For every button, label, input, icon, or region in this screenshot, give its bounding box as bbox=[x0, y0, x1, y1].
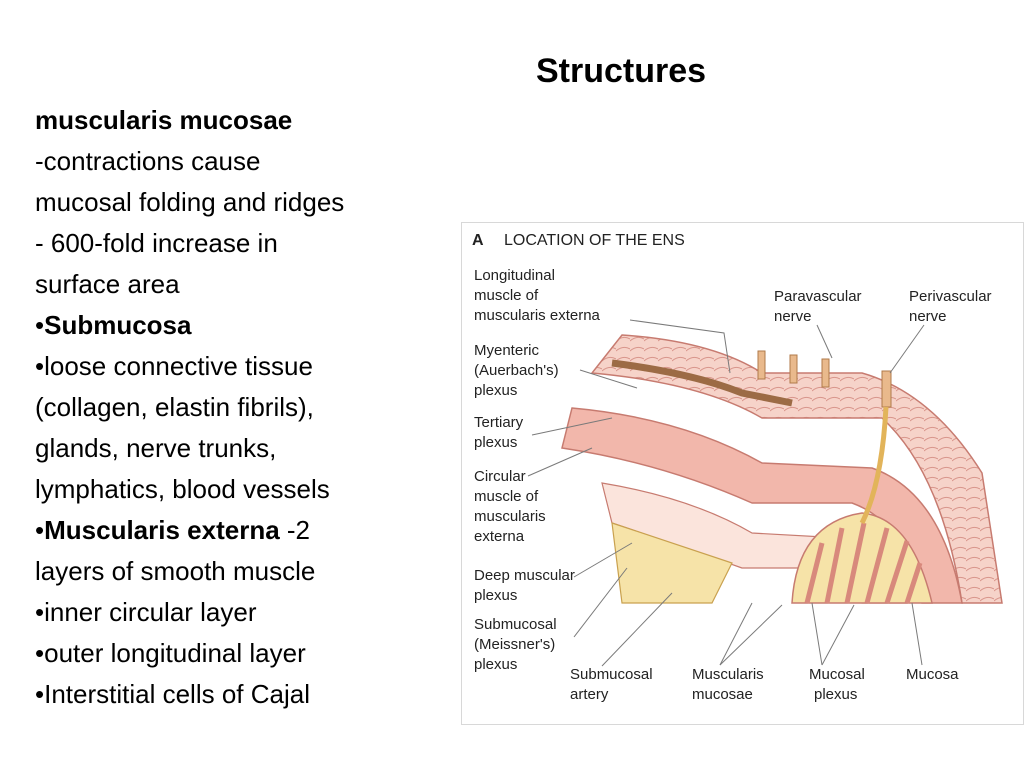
label-submucosal-artery: Submucosal artery bbox=[570, 666, 653, 703]
body-line-text: inner circular layer bbox=[44, 597, 257, 627]
bullet-glyph: • bbox=[35, 515, 45, 545]
figure-heading: LOCATION OF THE ENS bbox=[504, 232, 685, 249]
body-line-text: mucosal folding and ridges bbox=[35, 187, 345, 217]
label-line: muscle of bbox=[474, 287, 539, 304]
body-line: •Submucosa bbox=[35, 305, 455, 346]
label-line: Paravascular bbox=[774, 288, 862, 305]
label-line: (Meissner's) bbox=[474, 636, 555, 653]
label-line: muscularis externa bbox=[474, 307, 601, 324]
body-line-text: - 600-fold increase in bbox=[35, 228, 278, 258]
submucosal-plexus-layer bbox=[611, 522, 733, 604]
label-line: Mucosal bbox=[809, 666, 865, 683]
label-line: Submucosal bbox=[474, 616, 557, 633]
leader-lines bbox=[527, 319, 925, 667]
label-line: artery bbox=[570, 686, 609, 703]
body-line-text: -2 bbox=[279, 515, 311, 545]
body-line-text: (collagen, elastin fibrils), bbox=[35, 392, 314, 422]
body-line-bold: Muscularis externa bbox=[44, 515, 280, 545]
label-perivascular: Perivascular nerve bbox=[909, 288, 992, 325]
body-line-text: loose connective tissue bbox=[44, 351, 313, 381]
label-line: nerve bbox=[909, 308, 947, 325]
body-line-text: lymphatics, blood vessels bbox=[35, 474, 330, 504]
body-line-bold: Submucosa bbox=[44, 310, 192, 340]
body-line-text: glands, nerve trunks, bbox=[35, 433, 277, 463]
body-line: •Muscularis externa -2 bbox=[35, 510, 455, 551]
body-line: muscularis mucosae bbox=[35, 100, 455, 141]
label-mucosal-plexus: Mucosal plexus bbox=[809, 666, 865, 703]
body-line: •loose connective tissue bbox=[35, 346, 455, 387]
label-tertiary: Tertiary plexus bbox=[474, 414, 524, 451]
label-circular: Circular muscle of muscularis externa bbox=[474, 468, 546, 545]
body-line-bold: muscularis mucosae bbox=[35, 105, 293, 135]
label-line: plexus bbox=[474, 587, 517, 604]
mucosal-villi bbox=[804, 522, 923, 604]
bullet-glyph: • bbox=[35, 679, 45, 709]
body-line: (collagen, elastin fibrils), bbox=[35, 387, 455, 428]
label-line: externa bbox=[474, 528, 525, 545]
perivascular-nerve-trunk bbox=[859, 406, 889, 525]
label-muscularis-mucosae: Muscularis mucosae bbox=[692, 666, 764, 703]
label-line: plexus bbox=[474, 382, 517, 399]
label-deep-muscular: Deep muscular plexus bbox=[474, 567, 575, 604]
label-line: Mucosa bbox=[906, 666, 959, 683]
label-line: mucosae bbox=[692, 686, 753, 703]
body-line-text: outer longitudinal layer bbox=[44, 638, 306, 668]
body-line: lymphatics, blood vessels bbox=[35, 469, 455, 510]
label-line: Muscularis bbox=[692, 666, 764, 683]
body-line: •inner circular layer bbox=[35, 592, 455, 633]
label-line: Circular bbox=[474, 468, 526, 485]
label-line: nerve bbox=[774, 308, 812, 325]
bullet-glyph: • bbox=[35, 638, 45, 668]
label-line: muscle of bbox=[474, 488, 539, 505]
bullet-glyph: • bbox=[35, 597, 45, 627]
circular-muscle-layer bbox=[561, 407, 963, 604]
label-line: Submucosal bbox=[570, 666, 653, 683]
body-line: -contractions cause bbox=[35, 141, 455, 182]
label-mucosa: Mucosa bbox=[906, 666, 959, 683]
body-line: mucosal folding and ridges bbox=[35, 182, 455, 223]
label-myenteric: Myenteric (Auerbach's) plexus bbox=[474, 342, 559, 399]
body-line-text: layers of smooth muscle bbox=[35, 556, 316, 586]
slide-title: Structures bbox=[535, 52, 707, 90]
label-paravascular: Paravascular nerve bbox=[774, 288, 862, 325]
body-line: •outer longitudinal layer bbox=[35, 633, 455, 674]
ens-diagram: A LOCATION OF THE ENS Longitudinal muscl… bbox=[472, 232, 1003, 703]
slide-body-text: muscularis mucosae -contractions cause muc… bbox=[35, 100, 455, 715]
label-line: plexus bbox=[814, 686, 857, 703]
label-line: Tertiary bbox=[474, 414, 524, 431]
ens-location-figure: A LOCATION OF THE ENS Longitudinal muscl… bbox=[461, 222, 1024, 725]
myenteric-plexus-stripe bbox=[611, 359, 793, 407]
label-longitudinal: Longitudinal muscle of muscularis extern… bbox=[474, 267, 601, 324]
label-line: Perivascular bbox=[909, 288, 992, 305]
panel-letter: A bbox=[472, 232, 484, 249]
body-line: glands, nerve trunks, bbox=[35, 428, 455, 469]
body-line: surface area bbox=[35, 264, 455, 305]
paravascular-nerve-stubs bbox=[757, 350, 892, 408]
body-line-text: Interstitial cells of Cajal bbox=[44, 679, 310, 709]
body-line-text: surface area bbox=[35, 269, 180, 299]
label-line: Longitudinal bbox=[474, 267, 555, 284]
bullet-glyph: • bbox=[35, 351, 45, 381]
label-line: (Auerbach's) bbox=[474, 362, 559, 379]
label-submucosal: Submucosal (Meissner's) plexus bbox=[474, 616, 557, 673]
label-line: muscularis bbox=[474, 508, 546, 525]
label-line: plexus bbox=[474, 434, 517, 451]
label-line: plexus bbox=[474, 656, 517, 673]
label-line: Myenteric bbox=[474, 342, 540, 359]
body-line: •Interstitial cells of Cajal bbox=[35, 674, 455, 715]
body-line: - 600-fold increase in bbox=[35, 223, 455, 264]
bullet-glyph: • bbox=[35, 310, 45, 340]
body-line: layers of smooth muscle bbox=[35, 551, 455, 592]
body-line-text: -contractions cause bbox=[35, 146, 261, 176]
label-line: Deep muscular bbox=[474, 567, 575, 584]
